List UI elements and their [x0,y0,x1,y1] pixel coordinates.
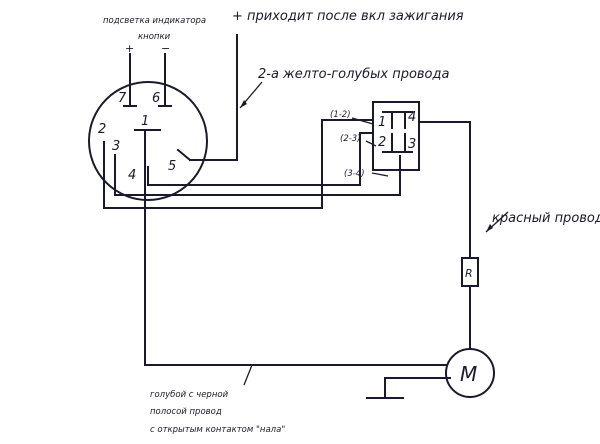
leader-red-wire-arrow [486,224,493,232]
pin-1: 1 [141,114,149,129]
contact-5-hook [176,148,192,162]
relay-box [372,101,420,171]
leader-pair12 [351,117,374,125]
resistor-label: R [465,267,473,280]
pin-5: 5 [168,159,176,174]
relay-pin-3: 3 [408,137,416,152]
red-wire-label: красный провод [492,211,600,226]
pin-7: 7 [118,91,127,106]
pair-12-label: (1-2) [330,110,351,120]
leader-blue-wire [243,364,253,386]
ignition-label: + приходит после вкл зажигания [232,9,464,24]
switch-body [88,81,208,201]
blue-wire-label-line3: с открытым контактом "нала" [150,425,285,435]
leader-pair34 [371,172,389,177]
indicator-label-line2: кнопки [138,32,171,42]
motor-label: M [460,362,477,386]
two-wires-label: 2-а желто-голубых провода [258,67,449,82]
ground-wire [384,377,451,399]
ignition-wire [189,34,238,161]
pin-6: 6 [152,91,160,106]
minus-sign: − [161,42,170,55]
relay-pin-4: 4 [408,110,416,125]
pin-4: 4 [128,168,136,183]
relay-pin-1: 1 [378,115,386,130]
blue-wire-label-line1: голубой с черной [150,390,229,400]
motor [445,348,495,398]
red-wire [418,121,471,259]
pin-2: 2 [98,122,106,137]
pair-23-label: (2-3) [340,134,361,144]
pin-3: 3 [112,139,120,154]
pair-34-label: (3-4) [344,169,365,179]
plus-sign: + [125,42,134,55]
relay-pin-2: 2 [378,135,386,150]
wire-pin4 [147,132,374,186]
leader-two-wires-arrow [240,100,247,108]
wire-pin2 [103,119,374,209]
leader-pair23 [365,140,377,147]
blue-wire-label-line2: полосой провод [150,407,222,417]
indicator-label-line1: подсветка индикатора [103,16,206,26]
